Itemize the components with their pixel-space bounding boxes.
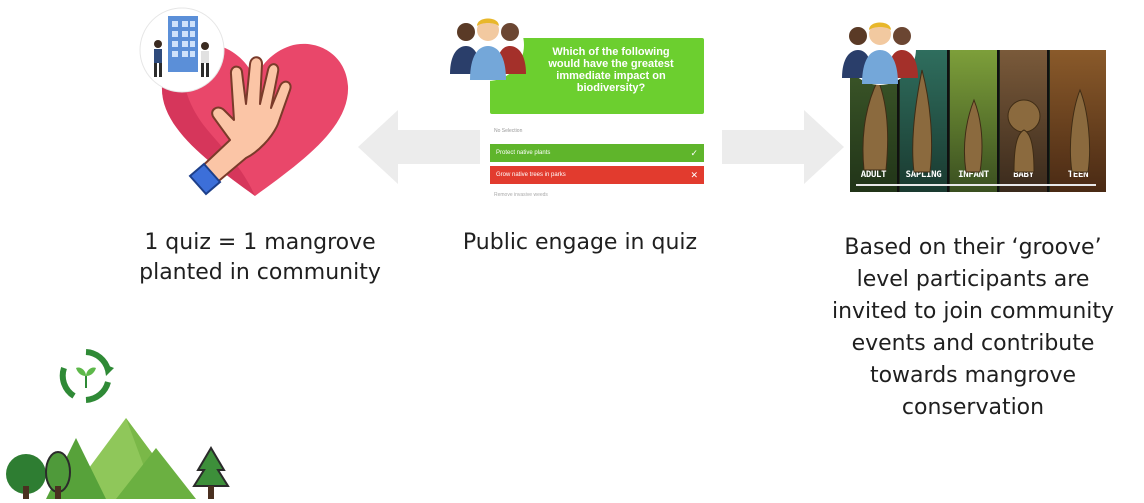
office-people-icon — [139, 7, 225, 93]
quiz-option-neutral[interactable]: Remove invasive weeds — [494, 192, 548, 198]
hand-icon — [188, 56, 292, 196]
tree-figures-icon — [862, 69, 1091, 173]
groove-level-label: BABY — [1013, 170, 1034, 180]
arrow-left-icon — [358, 110, 480, 184]
caption-middle: Public engage in quiz — [462, 230, 698, 255]
office-people-illustration — [138, 6, 226, 94]
people-group-illustration — [836, 12, 924, 86]
recycle-plant-icon — [59, 349, 114, 403]
quiz-option-label: Protect native plants — [496, 150, 551, 156]
groove-level-label: INFANT — [958, 170, 989, 180]
forest-illustration — [6, 408, 250, 499]
quiz-option-correct[interactable]: Protect native plants ✓ — [490, 144, 704, 162]
caption-left: 1 quiz = 1 mangrove planted in community — [139, 230, 381, 285]
people-group-illustration — [444, 8, 532, 82]
people-group-icon — [842, 13, 918, 85]
recycle-plant-illustration — [56, 346, 116, 406]
level-progress-line — [856, 184, 1096, 186]
quiz-intro: No Selection — [494, 128, 523, 134]
quiz-card: Which of the following would have the gr… — [486, 38, 708, 200]
quiz-option-label: Grow native trees in parks — [496, 172, 566, 178]
groove-level-label: SAPLING — [905, 170, 942, 180]
arrow-right-icon — [722, 110, 844, 184]
quiz-question-header: Which of the following would have the gr… — [490, 38, 704, 114]
quiz-option-label: Remove invasive weeds — [494, 192, 548, 198]
check-icon: ✓ — [690, 148, 698, 158]
forest-icon — [6, 418, 230, 499]
quiz-question-text: Which of the following would have the gr… — [548, 46, 674, 94]
groove-level-label: ADULT — [860, 170, 887, 180]
groove-level-label: TEEN — [1067, 170, 1089, 180]
caption-right: Based on their ‘groove’ level participan… — [831, 235, 1115, 420]
quiz-option-wrong[interactable]: Grow native trees in parks ✕ — [490, 166, 704, 184]
people-group-icon — [450, 9, 526, 81]
cross-icon: ✕ — [690, 170, 698, 180]
